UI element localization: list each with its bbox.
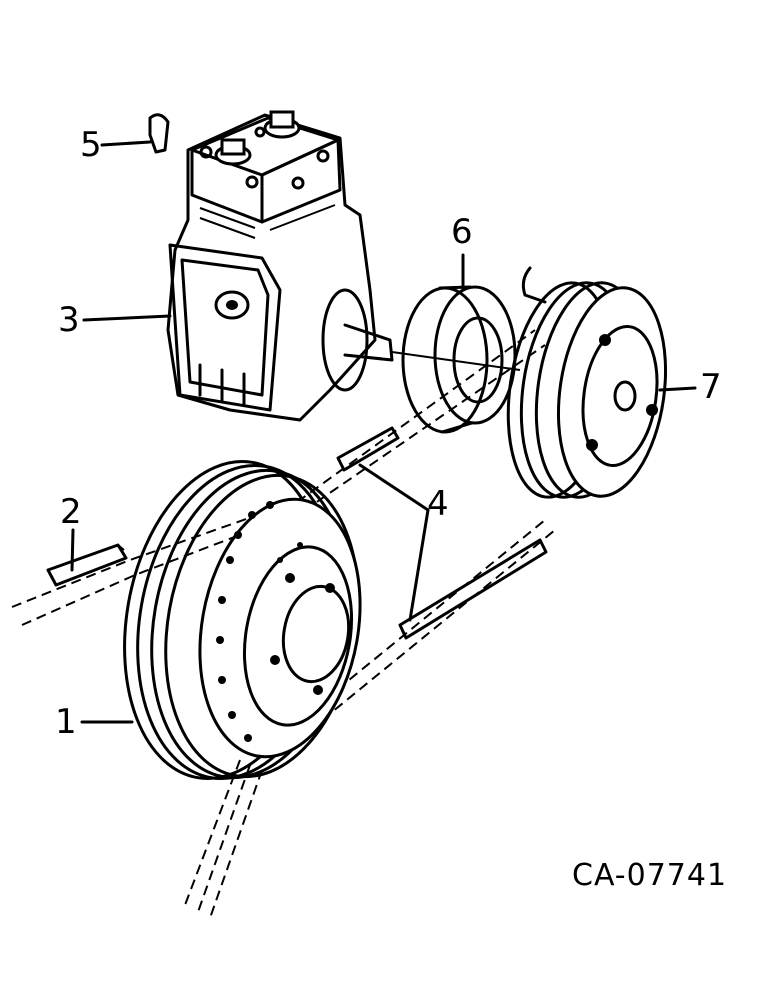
crankshaft-pulley: [123, 460, 362, 781]
callout-7: 7: [700, 367, 722, 407]
callout-6: 6: [451, 212, 473, 252]
figure-code: CA-07741: [572, 858, 728, 893]
callout-1: 1: [55, 702, 77, 742]
leader-lines: [70, 140, 697, 724]
callout-5: 5: [80, 125, 102, 165]
callout-2: 2: [60, 492, 82, 532]
clutch-coil: [391, 285, 521, 434]
pulley-key: [46, 543, 128, 587]
clutch-pulley: [506, 266, 668, 499]
ac-compressor: [166, 110, 394, 422]
clip: [148, 113, 170, 154]
spacer-bars: [336, 426, 548, 640]
callout-3: 3: [58, 300, 80, 340]
callout-4: 4: [427, 484, 449, 524]
